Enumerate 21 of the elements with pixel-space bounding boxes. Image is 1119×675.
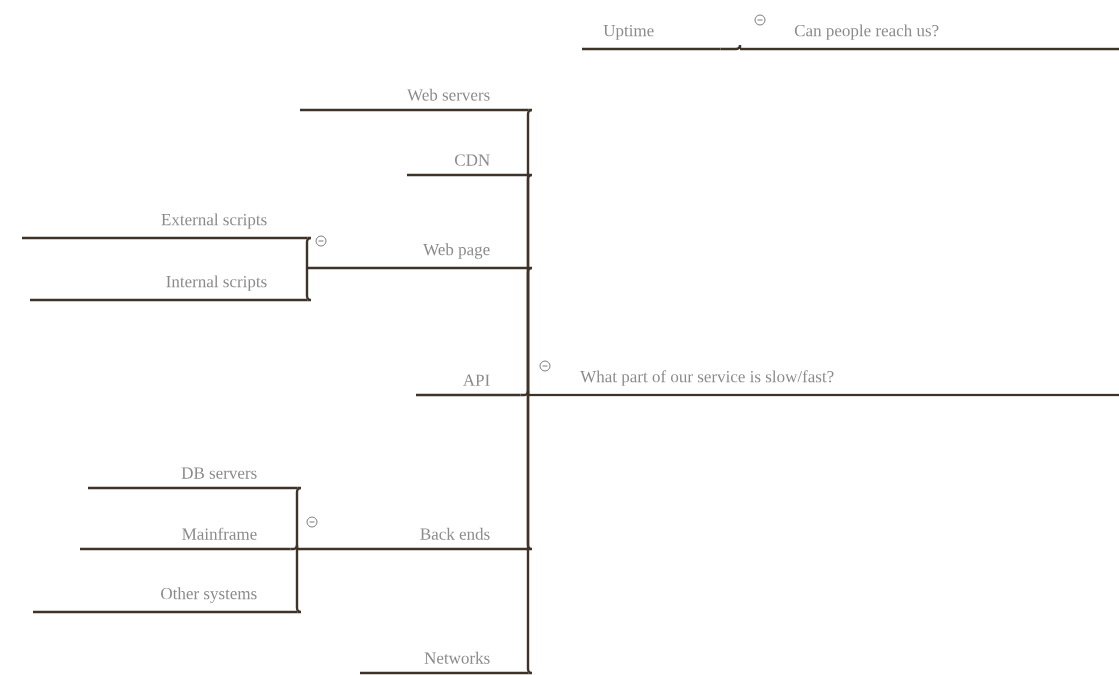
mind-map-topic: DB servers — [88, 467, 298, 490]
mind-map-topic: Uptime — [582, 24, 721, 51]
mind-map-topic: Other systems — [33, 587, 298, 614]
branch-line — [526, 395, 534, 675]
mind-map-topic: Can people reach us? — [740, 24, 1119, 51]
mind-map-topic: Internal scripts — [30, 275, 308, 302]
branch-line — [720, 43, 742, 51]
branch-line — [290, 543, 299, 551]
mind-map-topic: Mainframe — [80, 527, 291, 551]
mind-map-topic: Networks — [360, 651, 529, 675]
mind-map-topic: Back ends — [297, 527, 529, 551]
branch-line — [520, 389, 530, 397]
branch-line — [295, 549, 303, 614]
mind-map-topic: API — [416, 374, 521, 397]
branch-line — [305, 268, 313, 302]
mind-map-topic: CDN — [407, 154, 529, 177]
mind-map-topic: What part of our service is slow/fast? — [528, 370, 1119, 397]
branch-line — [305, 236, 313, 268]
mind-map-topic: Web page — [307, 243, 529, 270]
mind-map-topic: Web servers — [300, 88, 529, 112]
mind-map-topic: External scripts — [22, 213, 308, 240]
